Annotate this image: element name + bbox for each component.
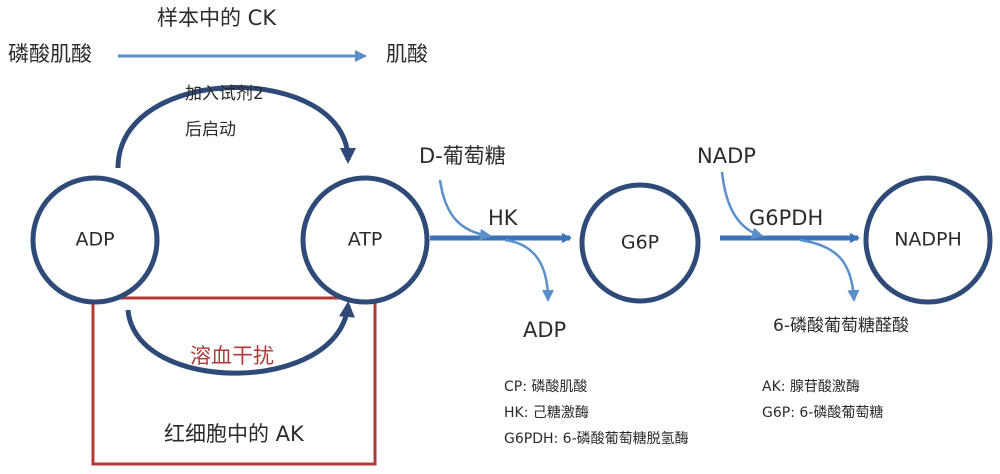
adp-node — [30, 175, 160, 305]
adp-out-arrow — [504, 238, 554, 302]
ak-arc — [125, 301, 355, 376]
glucose-label: D-葡萄糖 — [419, 144, 506, 168]
product-label: 肌酸 — [386, 42, 428, 66]
nadph-node-label: NADPH — [894, 229, 962, 251]
adp-node-label: ADP — [75, 229, 114, 251]
adp-to-atp-arc — [115, 85, 356, 169]
legend-cp: CP: 磷酸肌酸 — [504, 379, 588, 395]
hk-enzyme-label: HK — [488, 206, 518, 230]
nadp-in-arrow — [720, 171, 764, 240]
nadph-node — [863, 175, 993, 305]
ak-source-label: 红细胞中的 AK — [164, 422, 304, 446]
legend-hk: HK: 己糖激酶 — [504, 405, 589, 421]
interference-box — [91, 296, 377, 466]
glucose-in-arrow — [438, 179, 492, 241]
hemolysis-label: 溶血干扰 — [190, 344, 274, 368]
adp-output-label: ADP — [523, 318, 567, 342]
substrate-label: 磷酸肌酸 — [8, 42, 92, 66]
ck-reaction-label: 样本中的 CK — [157, 6, 277, 30]
g6p-node-label: G6P — [621, 232, 659, 254]
condition-line2: 后启动 — [185, 120, 236, 140]
legend-ak: AK: 腺苷酸激酶 — [762, 379, 860, 395]
legend-g6p: G6P: 6-磷酸葡萄糖 — [762, 405, 884, 421]
atp-node-label: ATP — [348, 229, 383, 251]
gluconate-label: 6-磷酸葡萄糖醛酸 — [773, 316, 909, 336]
condition-line1: 加入试剂2 — [185, 84, 264, 104]
g6p-node — [579, 182, 701, 304]
gluconate-out-arrow — [799, 238, 860, 302]
legend-g6pdh: G6PDH: 6-磷酸葡萄糖脱氢酶 — [504, 431, 689, 447]
atp-node — [300, 175, 430, 305]
nadp-label: NADP — [697, 144, 756, 168]
g6pdh-enzyme-label: G6PDH — [749, 206, 824, 230]
